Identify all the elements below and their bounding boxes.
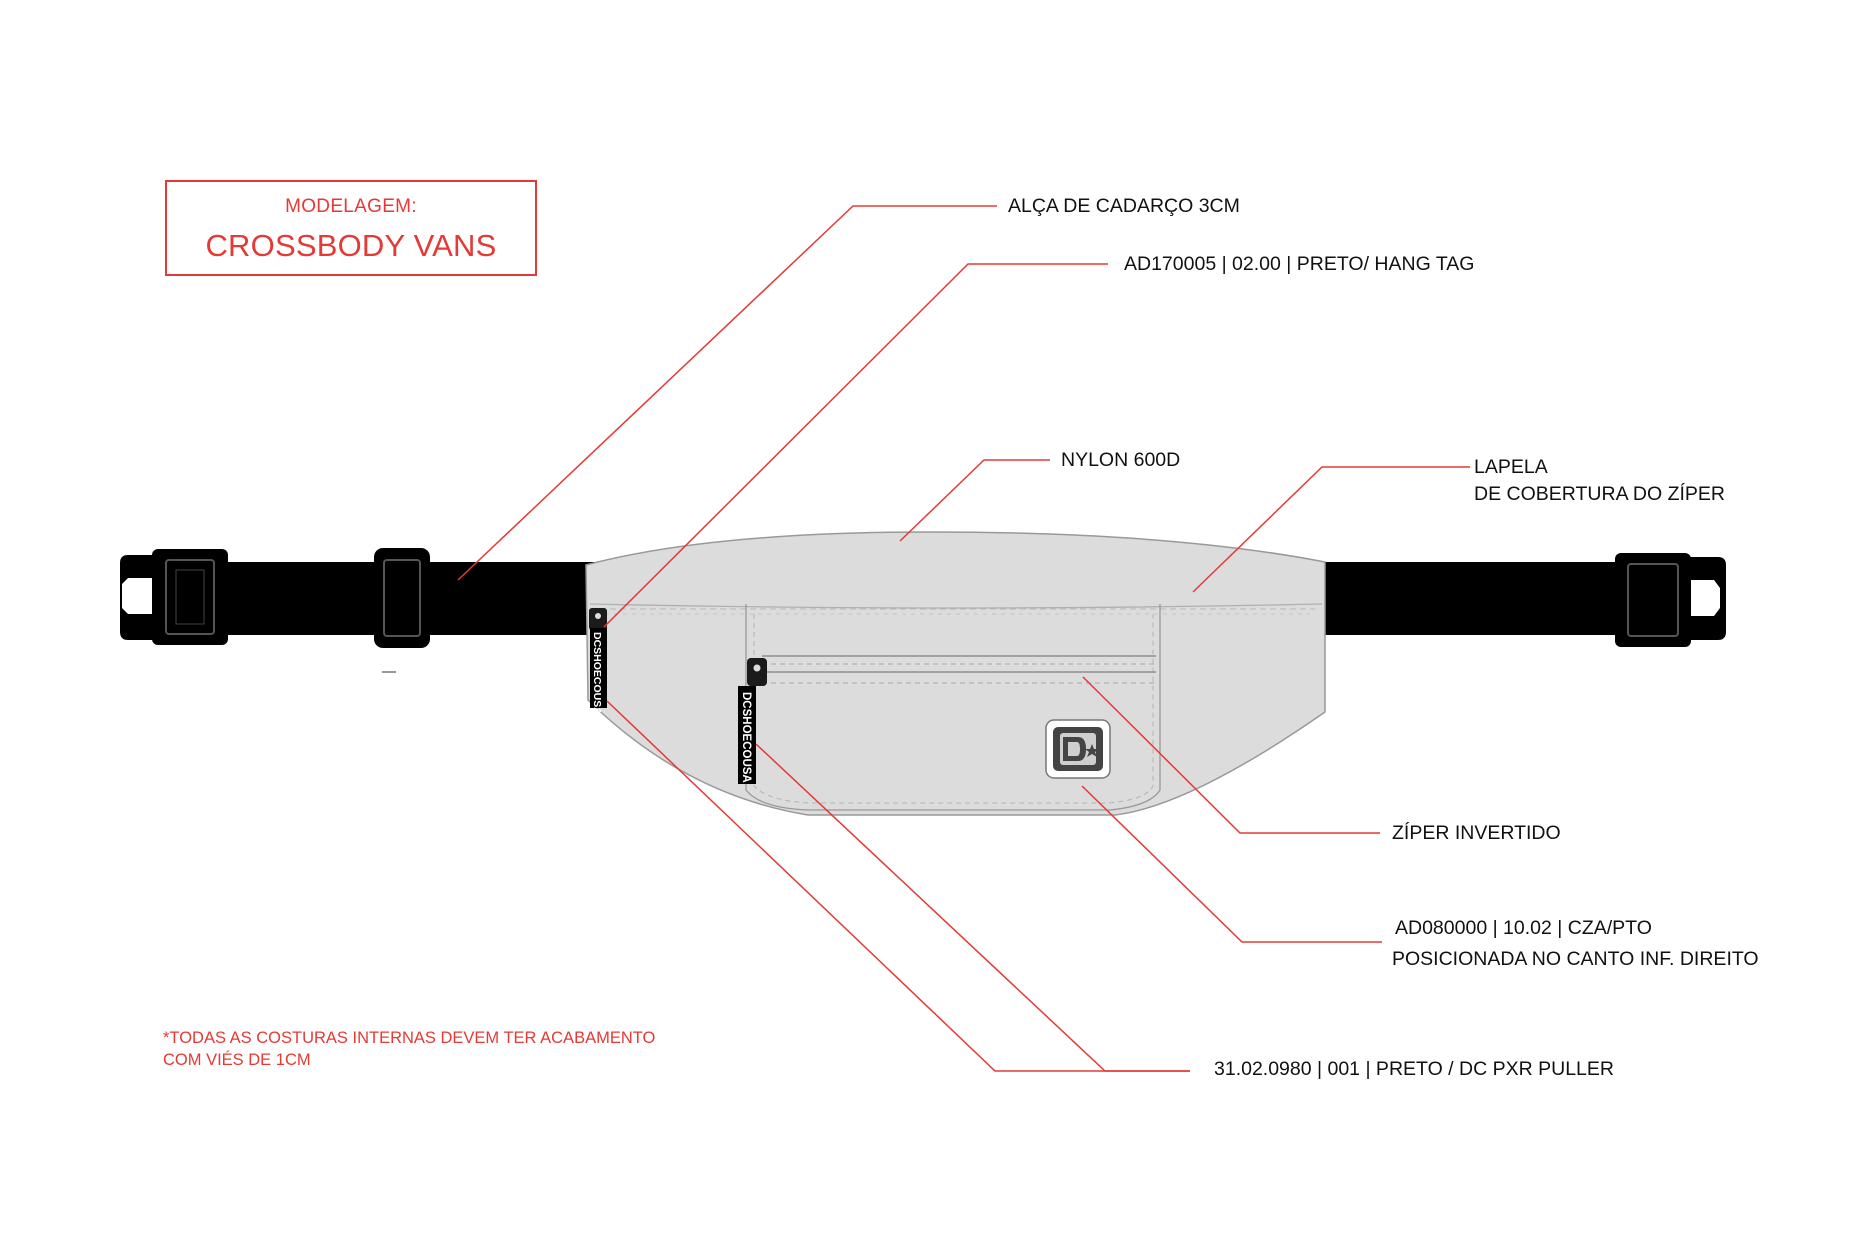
side-zipper-puller: DCSHOECOUSA — [589, 608, 607, 715]
right-buckle-icon — [1615, 553, 1726, 647]
leader-zipper — [1082, 676, 1380, 834]
leader-puller-side — [606, 700, 1190, 1072]
leader-lines — [457, 205, 1470, 1072]
label-strap: ALÇA DE CADARÇO 3CM — [1008, 195, 1240, 217]
leader-nylon — [899, 459, 1050, 542]
left-buckle-icon — [120, 549, 228, 645]
leader-badge — [1081, 785, 1382, 943]
front-pocket-outline — [745, 604, 1161, 811]
leader-strap — [457, 205, 997, 581]
strap-slider-icon — [374, 548, 430, 648]
label-zipper: ZÍPER INVERTIDO — [1392, 822, 1561, 844]
seam-note-line2: COM VIÉS DE 1CM — [163, 1051, 311, 1069]
label-nylon: NYLON 600D — [1061, 449, 1181, 471]
model-label: MODELAGEM: — [285, 196, 417, 217]
zipper-track — [762, 655, 1156, 684]
label-puller: 31.02.0980 | 001 | PRETO / DC PXR PULLER — [1214, 1058, 1614, 1080]
front-zipper-puller: DCSHOECOUSA — [738, 658, 767, 784]
leader-hang-tag — [603, 263, 1108, 628]
bag-body — [585, 531, 1326, 816]
model-name: CROSSBODY VANS — [205, 228, 497, 263]
side-puller-text: DCSHOECOUSA — [591, 632, 603, 715]
label-hang-tag: AD170005 | 02.00 | PRETO/ HANG TAG — [1124, 253, 1475, 275]
model-title-box: MODELAGEM: CROSSBODY VANS — [165, 180, 537, 276]
strap-right — [1320, 562, 1640, 635]
label-badge-line2: POSICIONADA NO CANTO INF. DIREITO — [1392, 948, 1759, 970]
lapel-edge — [589, 603, 1323, 609]
seam-note: *TODAS AS COSTURAS INTERNAS DEVEM TER AC… — [163, 1027, 655, 1071]
seam-note-line1: *TODAS AS COSTURAS INTERNAS DEVEM TER AC… — [163, 1029, 656, 1047]
label-badge-line1: AD080000 | 10.02 | CZA/PTO — [1395, 917, 1652, 939]
leader-lapel — [1192, 466, 1470, 593]
front-puller-text: DCSHOECOUSA — [740, 692, 752, 783]
dc-logo-badge-icon — [1045, 719, 1111, 779]
label-lapel-line1: LAPELA — [1474, 456, 1548, 478]
label-lapel-line2: DE COBERTURA DO ZÍPER — [1474, 483, 1726, 505]
